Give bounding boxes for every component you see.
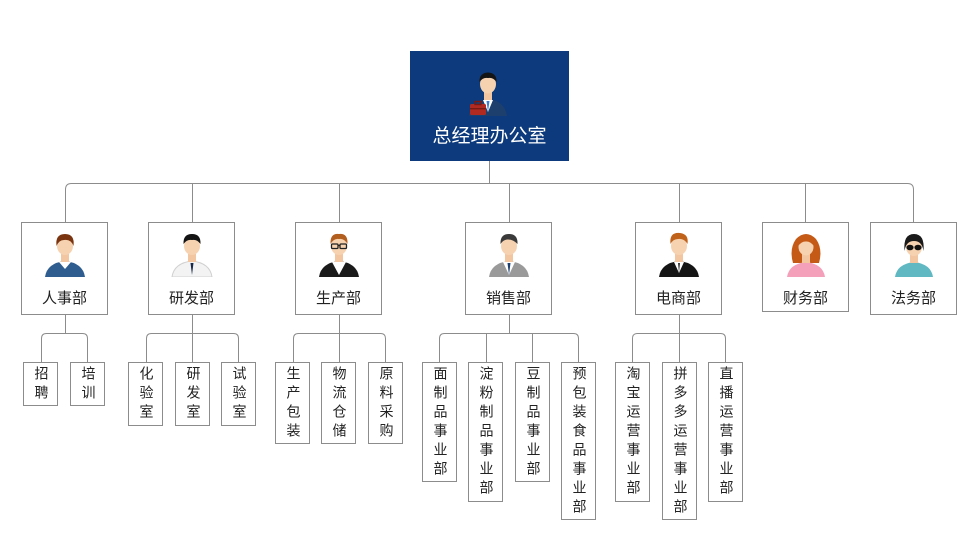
businessman-briefcase-icon	[469, 72, 507, 116]
node-logistics-storage[interactable]: 物流仓储	[321, 362, 356, 444]
node-label: 直播运营事业部	[717, 366, 734, 499]
hr-person-icon	[45, 234, 85, 277]
node-test-room[interactable]: 试验室	[221, 362, 256, 426]
production-manager-glasses-icon	[319, 233, 359, 277]
node-label: 财务部	[782, 289, 828, 307]
node-recruiting[interactable]: 招聘	[23, 362, 58, 406]
node-label: 销售部	[485, 289, 531, 307]
node-label: 豆制品事业部	[524, 366, 541, 480]
node-label: 法务部	[890, 289, 936, 307]
node-sales-department[interactable]: 销售部	[465, 222, 552, 315]
node-production-department[interactable]: 生产部	[295, 222, 382, 315]
connector-line	[439, 333, 579, 362]
node-packaged-food-division[interactable]: 预包装食品事业部	[561, 362, 596, 520]
node-starch-products-division[interactable]: 淀粉制品事业部	[468, 362, 503, 502]
node-livestream-operations-division[interactable]: 直播运营事业部	[708, 362, 743, 502]
node-soy-products-division[interactable]: 豆制品事业部	[515, 362, 550, 482]
node-training[interactable]: 培训	[70, 362, 105, 406]
ecommerce-manager-icon	[659, 232, 699, 277]
legal-woman-sunglasses-icon	[895, 234, 933, 277]
node-label: 面制品事业部	[431, 366, 448, 480]
node-label: 拼多多运营事业部	[671, 366, 688, 518]
node-label: 生产包装	[284, 366, 301, 442]
node-hr-department[interactable]: 人事部	[21, 222, 108, 315]
node-label: 原料采购	[377, 366, 394, 442]
node-finance-department[interactable]: 财务部	[762, 222, 849, 312]
node-label: 淘宝运营事业部	[624, 366, 641, 499]
node-label: 培训	[79, 366, 96, 404]
node-production-packaging[interactable]: 生产包装	[275, 362, 310, 444]
node-lab[interactable]: 化验室	[128, 362, 163, 426]
node-label: 招聘	[32, 366, 49, 404]
node-raw-material-purchasing[interactable]: 原料采购	[368, 362, 403, 444]
node-label: 化验室	[137, 366, 154, 423]
finance-woman-icon	[787, 234, 825, 277]
node-label: 生产部	[315, 289, 361, 307]
node-ecommerce-department[interactable]: 电商部	[635, 222, 722, 315]
connector-line	[41, 333, 88, 362]
researcher-person-icon	[171, 234, 213, 277]
node-label: 淀粉制品事业部	[477, 366, 494, 499]
node-label: 总经理办公室	[432, 125, 547, 147]
node-label: 研发部	[168, 289, 214, 307]
node-rnd-room[interactable]: 研发室	[175, 362, 210, 426]
node-label: 预包装食品事业部	[570, 366, 587, 518]
connector-line	[65, 183, 914, 222]
node-flour-products-division[interactable]: 面制品事业部	[422, 362, 457, 482]
node-pinduoduo-operations-division[interactable]: 拼多多运营事业部	[662, 362, 697, 520]
node-label: 电商部	[655, 289, 701, 307]
sales-manager-suit-icon	[489, 234, 529, 277]
node-label: 试验室	[230, 366, 247, 423]
node-general-manager-office[interactable]: 总经理办公室	[410, 51, 569, 161]
node-rnd-department[interactable]: 研发部	[148, 222, 235, 315]
node-taobao-operations-division[interactable]: 淘宝运营事业部	[615, 362, 650, 502]
node-label: 人事部	[41, 289, 87, 307]
node-label: 物流仓储	[330, 366, 347, 442]
node-label: 研发室	[184, 366, 201, 423]
node-legal-department[interactable]: 法务部	[870, 222, 957, 315]
